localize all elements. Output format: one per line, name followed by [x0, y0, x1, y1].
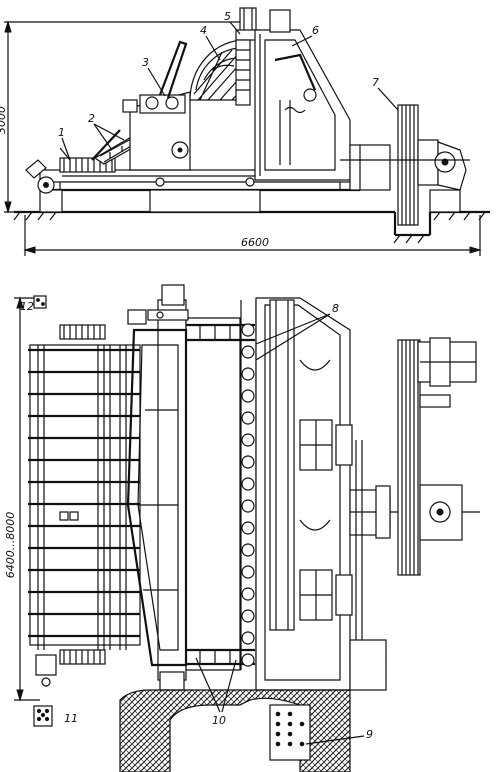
length-dimension: 6600 [23, 215, 482, 256]
switch-box-12: 12 [20, 295, 47, 313]
press-beam [126, 284, 241, 691]
label-4: 4 [200, 24, 207, 37]
column-housing [255, 297, 353, 691]
plan-view: 6400...8000 12 11 [4, 284, 480, 772]
label-2: 2 [88, 112, 95, 125]
feed-rack [28, 324, 141, 687]
side-view: 3000 6600 [0, 7, 490, 256]
roller-chain [240, 300, 257, 670]
label-3: 3 [142, 56, 149, 69]
length-dimension-text: 6600 [241, 236, 269, 249]
label-1: 1 [58, 126, 65, 139]
flywheel-plan [397, 337, 477, 576]
label-8: 8 [332, 302, 339, 315]
drive-shaft [349, 440, 480, 691]
label-9: 9 [366, 728, 373, 741]
cross-links [186, 323, 255, 666]
height-dimension: 3000 [0, 20, 240, 214]
label-11: 11 [64, 712, 78, 725]
rack-bars [28, 348, 140, 638]
label-6: 6 [312, 24, 319, 37]
rollers [241, 323, 255, 667]
label-12: 12 [20, 300, 34, 313]
main-column [254, 9, 351, 181]
middle-housing [122, 40, 191, 171]
top-mechanism [235, 7, 261, 106]
label-5: 5 [224, 10, 231, 23]
width-dimension: 6400...8000 [4, 296, 40, 702]
foundation [119, 689, 351, 772]
side-view-labels: 1 2 3 4 5 6 7 [58, 10, 399, 161]
height-dimension-text: 3000 [0, 106, 8, 134]
control-box-11: 11 [33, 705, 78, 727]
label-7: 7 [372, 76, 379, 89]
foundation-panel [275, 711, 305, 747]
plan-view-labels: 8 10 9 [195, 302, 373, 745]
label-10: 10 [212, 714, 226, 727]
flywheel [340, 104, 470, 226]
width-dimension-text: 6400...8000 [4, 512, 17, 578]
